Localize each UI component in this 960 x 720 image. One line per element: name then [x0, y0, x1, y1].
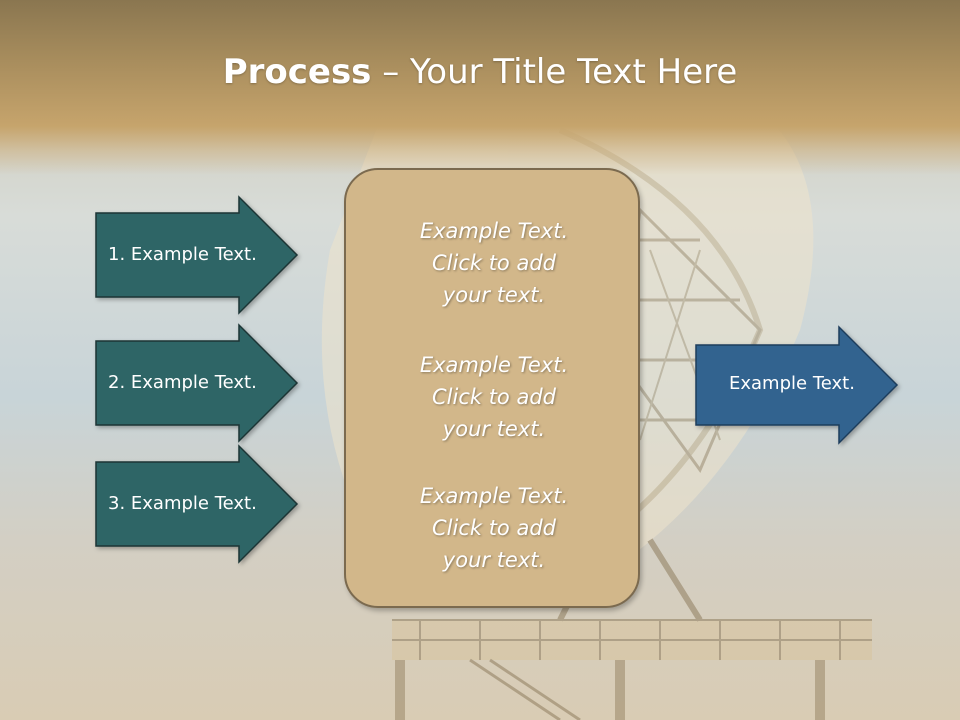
center-line: Click to add	[431, 385, 556, 409]
arrow-shape-1[interactable]	[95, 195, 299, 315]
center-text-box[interactable]: Example Text. Click to add your text. Ex…	[344, 168, 640, 608]
title-rest-text: – Your Title Text Here	[371, 52, 738, 92]
center-line: Example Text.	[419, 484, 569, 508]
arrow-label-right[interactable]: Example Text.	[729, 373, 855, 394]
center-line: Click to add	[431, 516, 556, 540]
center-line: Example Text.	[419, 219, 569, 243]
arrow-shape-2[interactable]	[95, 323, 299, 443]
arrow-shape-right[interactable]	[695, 325, 899, 445]
title-strong-text: Process	[222, 52, 372, 92]
title-band	[0, 0, 960, 175]
arrow-shape-3[interactable]	[95, 444, 299, 564]
slide-title[interactable]: Process – Your Title Text Here	[0, 52, 960, 92]
arrow-label-1[interactable]: 1. Example Text.	[108, 244, 257, 265]
center-paragraph-3: Example Text. Click to add your text.	[346, 480, 642, 576]
center-paragraph-1: Example Text. Click to add your text.	[346, 215, 642, 311]
center-line: your text.	[442, 548, 546, 572]
center-line: your text.	[442, 283, 546, 307]
center-line: Click to add	[431, 251, 556, 275]
center-line: your text.	[442, 417, 546, 441]
center-line: Example Text.	[419, 353, 569, 377]
arrow-label-2[interactable]: 2. Example Text.	[108, 372, 257, 393]
arrow-label-3[interactable]: 3. Example Text.	[108, 493, 257, 514]
center-paragraph-2: Example Text. Click to add your text.	[346, 349, 642, 445]
